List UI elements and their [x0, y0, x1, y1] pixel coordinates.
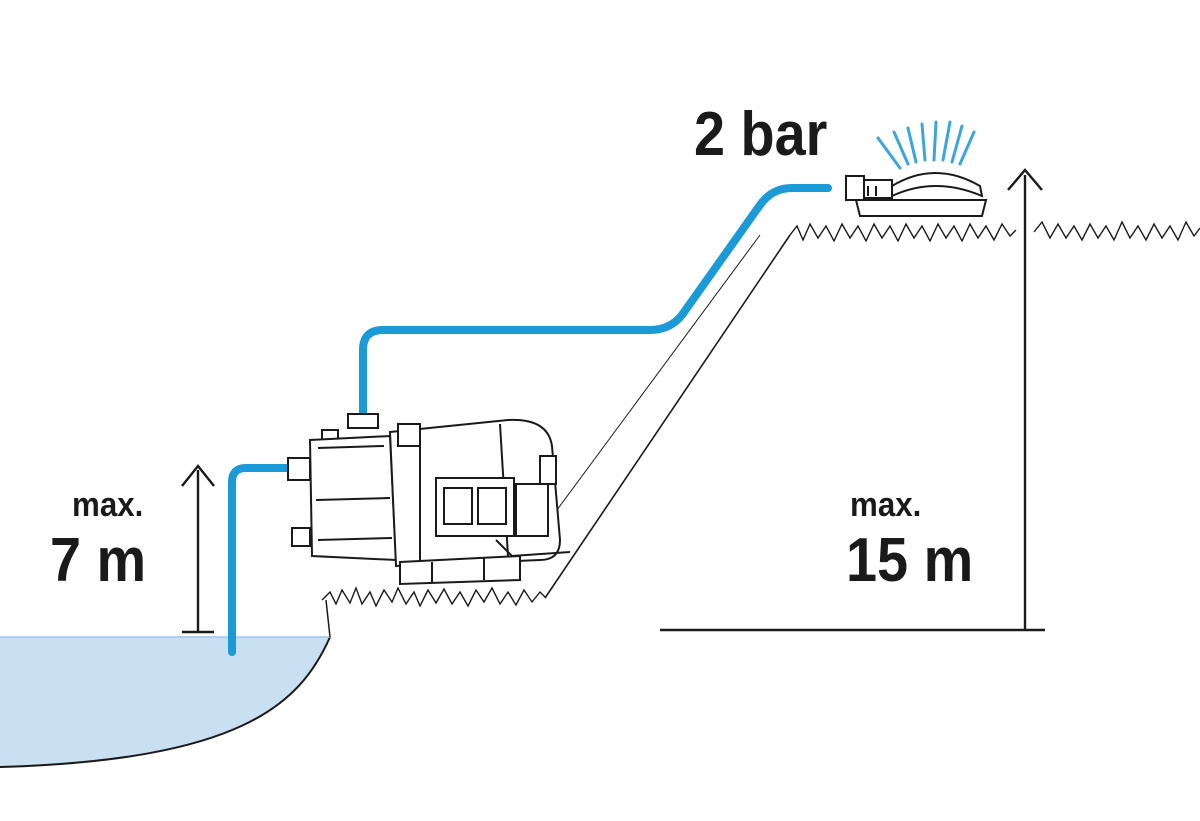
oscillating-sprinkler [845, 172, 988, 217]
suction-height-max-label: max. [72, 486, 144, 524]
suction-hose [228, 464, 294, 656]
water-reservoir [0, 637, 330, 767]
bank-edge [325, 599, 331, 638]
delivery-height-value: 15 m [846, 526, 974, 595]
reservoir-edge [0, 636, 331, 768]
sprinkler-spray [876, 120, 976, 170]
pressure-label: 2 bar [694, 100, 828, 169]
slope-line-back [519, 234, 761, 561]
delivery-height-max-label: max. [850, 486, 922, 524]
suction-height-value: 7 m [50, 526, 147, 595]
grass-upper-left [789, 222, 1017, 243]
grass-upper-right [1033, 220, 1200, 242]
suction-arrow-head [181, 464, 215, 487]
slope-line-front [544, 234, 791, 599]
garden-pump [287, 413, 571, 586]
grass-lower [321, 586, 547, 608]
delivery-arrow-head [1007, 168, 1043, 191]
pressure-hose [359, 184, 832, 416]
